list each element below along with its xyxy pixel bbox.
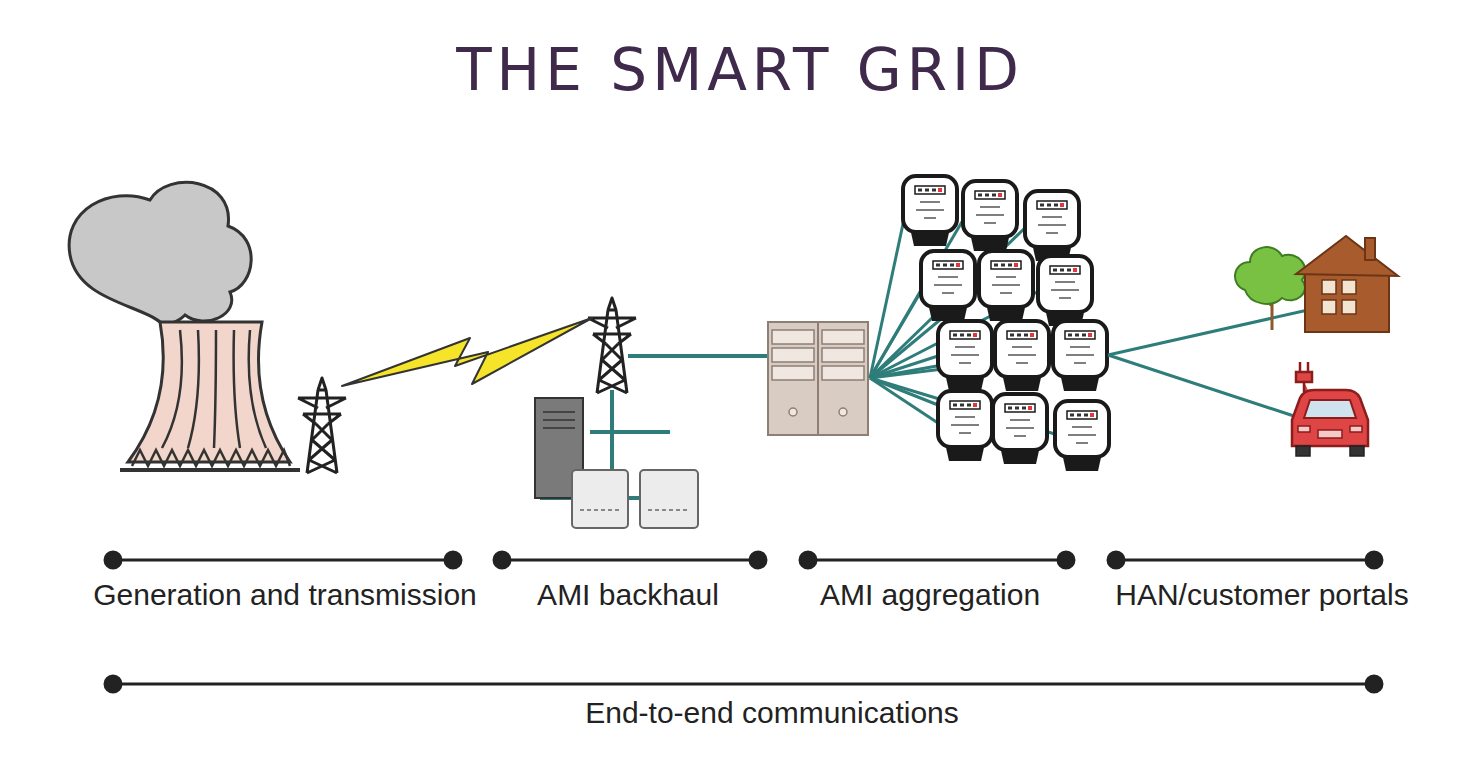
smart-meter (938, 391, 992, 461)
smart-meter (995, 321, 1049, 391)
smart-meter (921, 251, 975, 321)
rack-drawers (772, 330, 864, 380)
segment-label: HAN/customer portals (1115, 578, 1408, 612)
segment-label: AMI aggregation (820, 578, 1040, 612)
segment-label: Generation and transmission (93, 578, 477, 612)
cooling-tower (128, 322, 290, 462)
rack-button (839, 408, 847, 416)
car-window (1304, 400, 1356, 418)
modem-lights (580, 509, 690, 511)
server-slots (543, 412, 575, 428)
house-roof (1296, 236, 1398, 276)
car-wheels (1296, 446, 1364, 456)
lightning-bolt (342, 318, 592, 386)
rack-button (789, 408, 797, 416)
smart-meter (993, 394, 1047, 464)
transmission-pylon (588, 298, 636, 393)
tower-legs (132, 450, 290, 466)
house (1305, 270, 1389, 332)
ground-line (120, 468, 300, 472)
smart-meter (1055, 401, 1109, 471)
smart-meter (979, 251, 1033, 321)
span-label: End-to-end communications (585, 696, 959, 730)
electric-car (1292, 390, 1368, 446)
transmission-pylon (298, 378, 346, 473)
smart-meter (1038, 256, 1092, 326)
smart-meter (1053, 321, 1107, 391)
smoke-cloud (69, 182, 251, 323)
smart-meter (903, 176, 957, 246)
smart-meters (903, 176, 1109, 471)
chimney (1365, 238, 1375, 260)
segment-label: AMI backhaul (537, 578, 719, 612)
tower-ribs (162, 330, 266, 448)
smart-meter (1025, 191, 1079, 261)
modem (640, 470, 698, 528)
house-windows (1322, 280, 1356, 314)
modem (572, 470, 628, 528)
smart-meter (938, 321, 992, 391)
han-wire (1108, 310, 1308, 418)
car-lights (1298, 426, 1362, 438)
segment-brackets (105, 552, 1382, 692)
smart-meter (963, 181, 1017, 251)
tree-crown (1235, 247, 1305, 304)
diagram-title: THE SMART GRID (456, 36, 1024, 104)
